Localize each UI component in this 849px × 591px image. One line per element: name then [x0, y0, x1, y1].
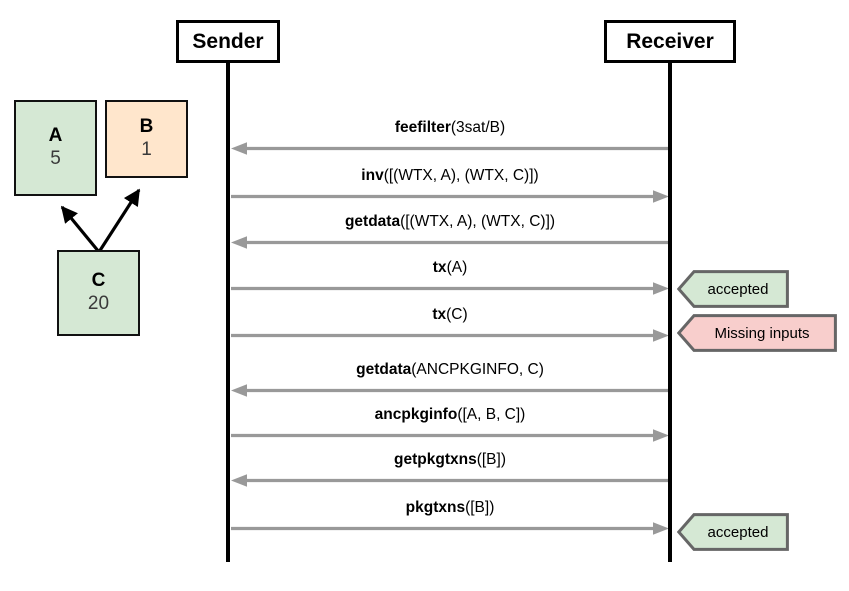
tx-node-a-fee: 5: [50, 148, 61, 169]
message-arrow-pkgtxns: [231, 522, 669, 535]
tx-node-a: A 5: [14, 100, 97, 196]
message-arrow-getpkgtxns: [231, 474, 669, 487]
lifeline-sender: [226, 63, 230, 562]
verdict-shape: [677, 270, 789, 308]
message-inv: inv([(WTX, A), (WTX, C)]): [231, 166, 669, 210]
tx-edge-c-to-a: [60, 205, 101, 254]
arrowhead: [653, 329, 669, 342]
verdict-label: Missing inputs: [714, 324, 810, 342]
message-args-ancpkginfo: ([A, B, C]): [457, 406, 526, 423]
message-label-getdata: getdata(ANCPKGINFO, C): [231, 360, 669, 379]
message-label-tx: tx(A): [231, 258, 669, 277]
actor-label-sender: Sender: [192, 29, 264, 53]
arrowhead: [231, 236, 247, 249]
message-feefilter: feefilter(3sat/B): [231, 118, 669, 162]
arrowhead: [231, 474, 247, 487]
arrowhead: [653, 429, 669, 442]
message-command-tx: tx: [432, 306, 447, 323]
message-arrow-tx: [231, 329, 669, 342]
verdict-shape: [677, 314, 837, 352]
message-label-getdata: getdata([(WTX, A), (WTX, C)]): [231, 212, 669, 231]
message-args-feefilter: (3sat/B): [450, 119, 506, 136]
message-ancpkginfo: ancpkginfo([A, B, C]): [231, 405, 669, 449]
message-args-tx: (C): [446, 306, 468, 323]
lifeline-receiver: [668, 63, 672, 562]
message-tx: tx(C): [231, 305, 669, 349]
message-command-getpkgtxns: getpkgtxns: [394, 451, 477, 468]
message-arrow-inv: [231, 190, 669, 203]
message-arrow-tx: [231, 282, 669, 295]
tx-node-c: C 20: [57, 250, 140, 336]
message-args-tx: (A): [446, 259, 468, 276]
actor-header-receiver: Receiver: [604, 20, 736, 63]
message-label-pkgtxns: pkgtxns([B]): [231, 498, 669, 517]
tx-graph-edges: [60, 188, 141, 254]
actor-header-sender: Sender: [176, 20, 280, 63]
arrowhead: [653, 190, 669, 203]
message-label-ancpkginfo: ancpkginfo([A, B, C]): [231, 405, 669, 424]
message-arrow-ancpkginfo: [231, 429, 669, 442]
message-command-inv: inv: [361, 167, 384, 184]
message-command-ancpkginfo: ancpkginfo: [374, 406, 458, 423]
verdict-badge-accepted-2: accepted: [677, 513, 789, 551]
message-arrow-getdata: [231, 236, 669, 249]
tx-node-b-fee: 1: [141, 139, 152, 160]
verdict-label: accepted: [707, 280, 769, 298]
message-tx: tx(A): [231, 258, 669, 302]
message-getdata: getdata(ANCPKGINFO, C): [231, 360, 669, 404]
tx-node-b: B 1: [105, 100, 188, 178]
message-arrow-getdata: [231, 384, 669, 397]
message-args-pkgtxns: ([B]): [465, 499, 495, 516]
arrowhead: [231, 384, 247, 397]
tx-node-c-fee: 20: [87, 293, 110, 314]
actor-label-receiver: Receiver: [626, 29, 714, 53]
message-command-feefilter: feefilter: [394, 119, 451, 136]
arrowhead: [231, 142, 247, 155]
message-args-getpkgtxns: ([B]): [476, 451, 506, 468]
message-args-inv: ([(WTX, A), (WTX, C)]): [383, 167, 539, 184]
tx-node-b-name: B: [139, 116, 154, 137]
message-arrow-feefilter: [231, 142, 669, 155]
message-getpkgtxns: getpkgtxns([B]): [231, 450, 669, 494]
message-args-getdata: (ANCPKGINFO, C): [411, 361, 544, 378]
message-command-pkgtxns: pkgtxns: [405, 499, 466, 516]
arrowhead: [653, 522, 669, 535]
message-command-getdata: getdata: [344, 213, 401, 230]
verdict-shape: [677, 513, 789, 551]
message-label-tx: tx(C): [231, 305, 669, 324]
arrowhead: [653, 282, 669, 295]
tx-node-c-name: C: [91, 270, 106, 291]
message-pkgtxns: pkgtxns([B]): [231, 498, 669, 542]
message-getdata: getdata([(WTX, A), (WTX, C)]): [231, 212, 669, 256]
verdict-label: accepted: [707, 523, 769, 541]
message-command-tx: tx: [432, 259, 447, 276]
message-label-feefilter: feefilter(3sat/B): [231, 118, 669, 137]
tx-node-a-name: A: [48, 125, 63, 146]
message-label-inv: inv([(WTX, A), (WTX, C)]): [231, 166, 669, 185]
tx-edge-c-to-b: [97, 188, 141, 253]
message-command-getdata: getdata: [356, 361, 412, 378]
message-args-getdata: ([(WTX, A), (WTX, C)]): [400, 213, 556, 230]
verdict-badge-accepted-0: accepted: [677, 270, 789, 308]
verdict-badge-rejected-1: Missing inputs: [677, 314, 837, 352]
message-label-getpkgtxns: getpkgtxns([B]): [231, 450, 669, 469]
